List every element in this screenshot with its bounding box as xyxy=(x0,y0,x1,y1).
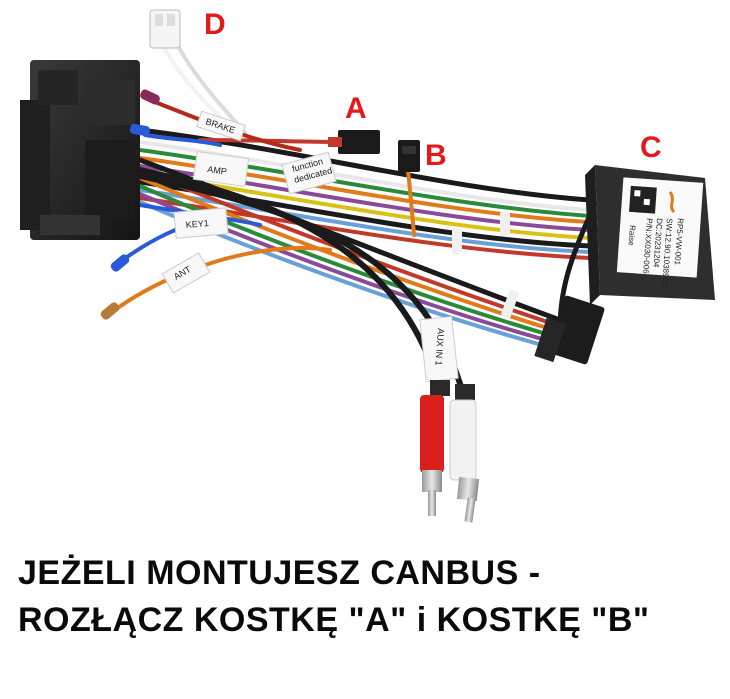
wire-label-brake: BRAKE xyxy=(196,110,246,142)
caption-line-1: JEŻELI MONTUJESZ CANBUS - xyxy=(18,554,541,592)
wire-label-key1: KEY1 xyxy=(173,207,229,239)
svg-text:AUX IN 1: AUX IN 1 xyxy=(433,328,446,366)
wire-label-function: function dedicated xyxy=(281,151,337,195)
marker-d: D xyxy=(204,8,226,41)
svg-text:KEY1: KEY1 xyxy=(185,218,209,230)
marker-c: C xyxy=(640,131,662,164)
main-harness-connector xyxy=(20,60,140,240)
canbus-box: RP5-VW-001 SW:12.90.10389P5 DC:20231204 … xyxy=(585,165,715,305)
connector-b xyxy=(398,140,420,172)
caption-line-2: ROZŁĄCZ KOSTKĘ "A" i KOSTKĘ "B" xyxy=(18,601,650,639)
canbus-dc: DC:20231204 xyxy=(652,218,664,268)
wire-label-aux: AUX IN 1 xyxy=(419,315,459,383)
wire-bundle xyxy=(113,38,593,393)
svg-text:AMP: AMP xyxy=(207,164,228,177)
connector-a xyxy=(328,130,380,154)
canbus-brand: Raise xyxy=(627,225,637,247)
wiring-harness-photo: RP5-VW-001 SW:12.90.10389P5 DC:20231204 … xyxy=(20,9,715,523)
wire-label-ant: ANT xyxy=(161,252,211,294)
secondary-connector xyxy=(534,295,605,365)
connector-d-white xyxy=(149,9,181,49)
rca-plug-white xyxy=(449,384,480,523)
wire-label-amp: AMP xyxy=(192,150,250,188)
canbus-pn: P/N:XX030-006 xyxy=(641,218,654,275)
rca-plug-red xyxy=(420,380,450,516)
cable-ties xyxy=(452,212,519,319)
marker-b: B xyxy=(425,139,447,172)
wire-end-caps xyxy=(100,89,160,320)
marker-a: A xyxy=(345,92,367,125)
canbus-model: RP5-VW-001 xyxy=(673,218,685,266)
